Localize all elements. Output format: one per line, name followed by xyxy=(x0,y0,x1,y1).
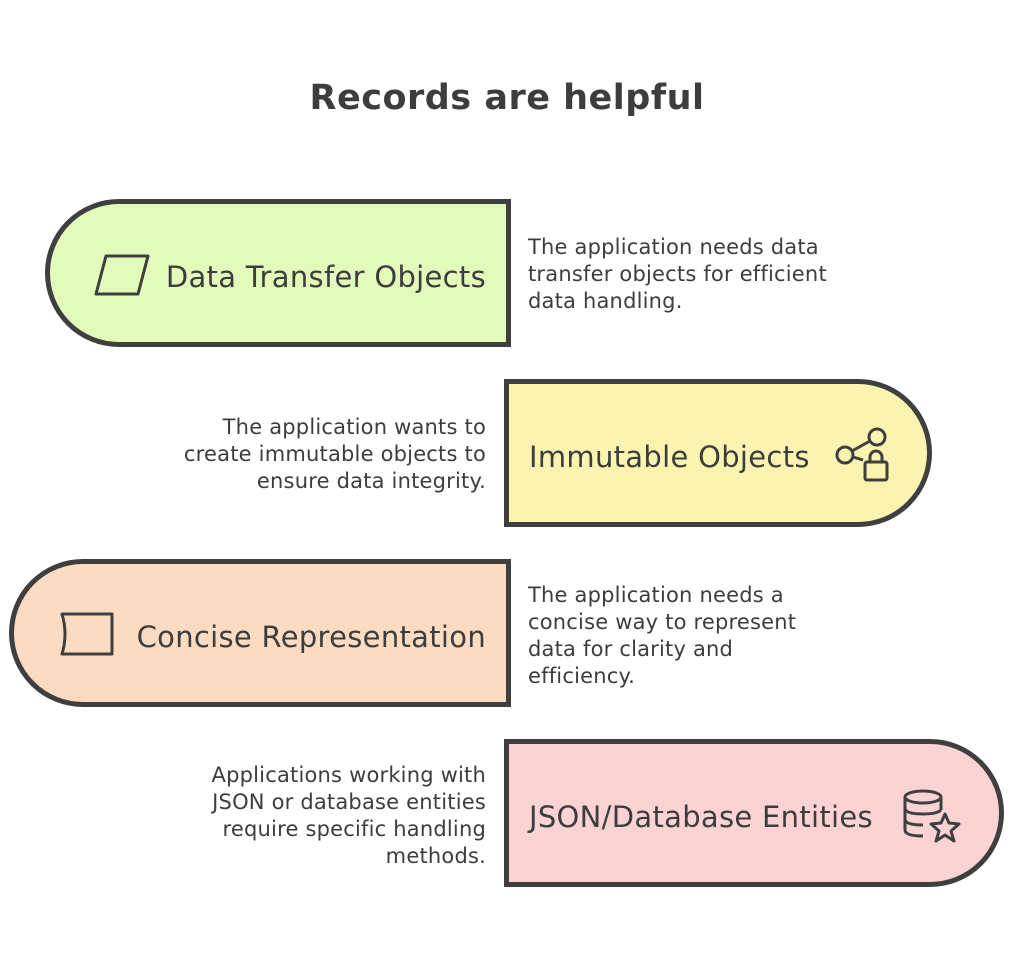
description-line: methods. xyxy=(385,844,486,868)
description-line: require specific handling xyxy=(222,817,486,841)
description-line: data handling. xyxy=(528,289,683,313)
description-line: create immutable objects to xyxy=(183,442,486,466)
pill-json-database-entities: JSON/Database Entities xyxy=(504,739,1004,887)
pill-immutable-objects: Immutable Objects xyxy=(504,379,932,527)
description-json-database-entities: Applications working with JSON or databa… xyxy=(212,762,486,870)
description-line: The application wants to xyxy=(222,415,486,439)
description-line: efficiency. xyxy=(528,664,636,688)
description-data-transfer-objects: The application needs data transfer obje… xyxy=(528,234,827,315)
description-concise-representation: The application needs a concise way to r… xyxy=(528,582,796,690)
description-line: Applications working with xyxy=(211,763,486,787)
parallelogram-icon xyxy=(94,254,150,296)
document-shape-icon xyxy=(60,612,114,656)
pill-label: Immutable Objects xyxy=(529,440,810,474)
description-line: transfer objects for efficient xyxy=(528,262,827,286)
pill-label: JSON/Database Entities xyxy=(529,800,873,834)
pill-concise-representation: Concise Representation xyxy=(9,559,511,707)
description-line: concise way to represent xyxy=(528,610,797,634)
description-line: data for clarity and xyxy=(528,637,734,661)
pill-label: Concise Representation xyxy=(136,620,486,654)
database-star-icon xyxy=(903,789,961,843)
share-lock-icon xyxy=(835,427,889,482)
diagram-title: Records are helpful xyxy=(309,78,705,118)
description-immutable-objects: The application wants to create immutabl… xyxy=(184,414,486,495)
description-line: ensure data integrity. xyxy=(256,469,486,493)
description-line: The application needs a xyxy=(528,583,784,607)
pill-label: Data Transfer Objects xyxy=(165,260,486,294)
description-line: The application needs data xyxy=(528,235,819,259)
description-line: JSON or database entities xyxy=(212,790,486,814)
pill-data-transfer-objects: Data Transfer Objects xyxy=(45,199,511,347)
